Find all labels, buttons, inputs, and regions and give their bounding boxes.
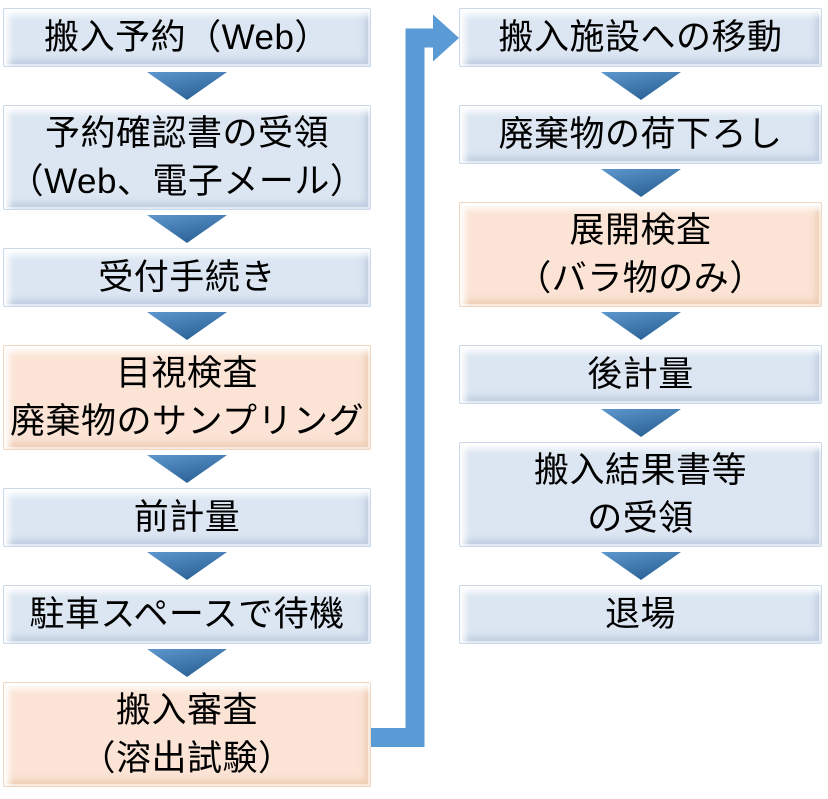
step-box-left-1: 搬入予約（Web）: [3, 8, 371, 67]
down-arrow-icon: [147, 72, 227, 100]
step-box-left-5: 前計量: [3, 488, 371, 547]
step-arrow-slot: [459, 67, 822, 105]
step-box-left-3: 受付手続き: [3, 248, 371, 307]
step-label: 駐車スペースで待機: [29, 594, 345, 634]
elbow-connector-head: [433, 14, 459, 62]
step-label: 後計量: [587, 354, 694, 394]
step-label: 搬入結果書等: [533, 450, 747, 490]
down-arrow-icon: [600, 552, 681, 580]
elbow-connector-line: [371, 28, 434, 747]
step-box-right-6: 退場: [459, 585, 822, 644]
step-label: の受領: [587, 498, 694, 538]
step-arrow-slot: [3, 307, 371, 345]
flow-column-left: 搬入予約（Web） 予約確認書の受領 （Web、電子メール） 受付手続き目視検査廃棄物…: [3, 8, 371, 787]
step-label: 搬入施設への移動: [498, 17, 783, 57]
down-arrow-icon: [600, 312, 681, 340]
step-label: 廃棄物の荷下ろし: [498, 114, 783, 154]
step-label: 展開検査: [569, 210, 712, 250]
step-arrow-slot: [459, 164, 822, 202]
down-arrow-icon: [147, 215, 227, 243]
step-label: 搬入予約（Web）: [44, 17, 330, 57]
step-arrow-slot: [459, 404, 822, 442]
step-box-left-7: 搬入審査 （溶出試験）: [3, 682, 371, 787]
step-label: 退場: [604, 594, 676, 634]
step-arrow-slot: [3, 450, 371, 488]
step-box-right-4: 後計量: [459, 345, 822, 404]
step-arrow-slot: [3, 644, 371, 682]
step-arrow-slot: [3, 547, 371, 585]
down-arrow-icon: [147, 649, 227, 677]
step-label: 予約確認書の受領: [44, 113, 329, 153]
step-label: 廃棄物のサンプリング: [10, 401, 364, 441]
step-label: 前計量: [133, 497, 241, 537]
down-arrow-icon: [147, 312, 227, 340]
step-arrow-slot: [3, 67, 371, 105]
step-box-right-5: 搬入結果書等の受領: [459, 442, 822, 547]
flow-column-right: 搬入施設への移動廃棄物の荷下ろし展開検査 （バラ物のみ） 後計量搬入結果書等の受領退…: [459, 8, 822, 644]
down-arrow-icon: [600, 72, 681, 100]
step-label: （バラ物のみ）: [516, 258, 765, 298]
step-box-left-6: 駐車スペースで待機: [3, 585, 371, 644]
step-label: （溶出試験）: [80, 738, 294, 778]
step-box-right-2: 廃棄物の荷下ろし: [459, 105, 822, 164]
step-label: （Web、電子メール）: [8, 161, 366, 201]
step-arrow-slot: [459, 547, 822, 585]
step-box-right-1: 搬入施設への移動: [459, 8, 822, 67]
step-box-right-3: 展開検査 （バラ物のみ）: [459, 202, 822, 307]
down-arrow-icon: [147, 552, 227, 580]
step-box-left-4: 目視検査廃棄物のサンプリング: [3, 345, 371, 450]
step-arrow-slot: [3, 210, 371, 248]
down-arrow-icon: [147, 455, 227, 483]
step-arrow-slot: [459, 307, 822, 345]
down-arrow-icon: [600, 409, 681, 437]
step-box-left-2: 予約確認書の受領 （Web、電子メール）: [3, 105, 371, 210]
step-label: 搬入審査: [115, 690, 258, 730]
step-label: 目視検査: [115, 353, 258, 393]
down-arrow-icon: [600, 169, 681, 197]
step-label: 受付手続き: [98, 257, 276, 297]
